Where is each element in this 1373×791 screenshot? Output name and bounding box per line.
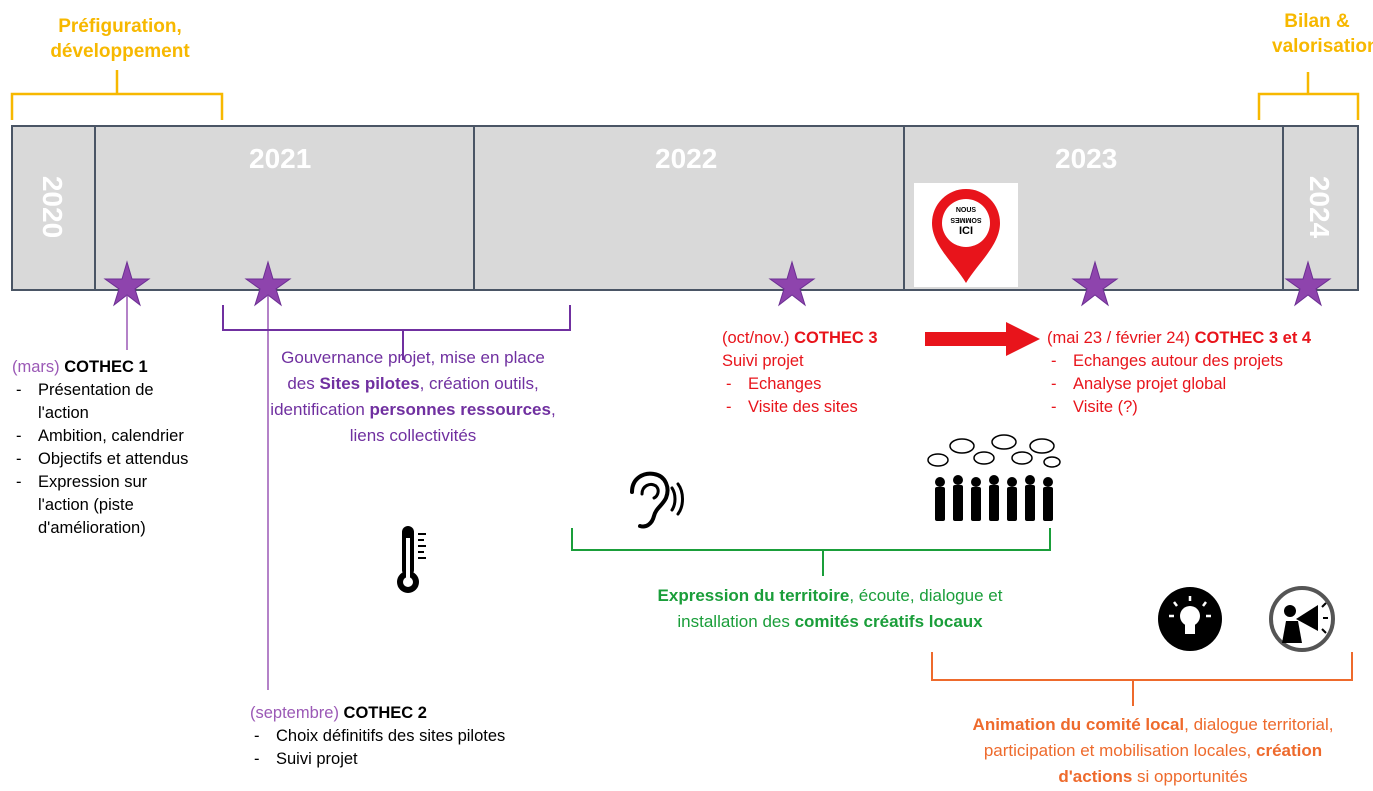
cothec34-item: Analyse projet global [1047,373,1367,396]
expression-text: Expression du territoire, écoute, dialog… [657,586,1003,631]
cothec2-item: Suivi projet [250,748,590,771]
right-arrow-icon [925,322,1040,356]
star-icon [103,260,151,307]
ear-icon [630,471,684,529]
star-icon [768,260,816,307]
crowd-talking-icon [927,434,1061,521]
animation-bracket [931,652,1353,681]
cothec1-item: Objectifs et attendus [12,448,192,471]
cothec1-month: (mars) [12,358,60,376]
cothec3-block: (oct/nov.) COTHEC 3 Suivi projet Echange… [722,327,922,419]
year-label-2021: 2021 [249,143,312,174]
cothec34-month: (mai 23 / février 24) [1047,329,1191,347]
cothec2-title: COTHEC 2 [343,704,427,722]
year-label-2023: 2023 [1055,143,1118,174]
marker-text-ici: ICI [958,225,974,237]
phase-left-title: Préfiguration, développement [50,16,190,62]
cothec34-item: Visite (?) [1047,396,1367,419]
cothec3-item: Visite des sites [722,396,922,419]
cothec1-block: (mars) COTHEC 1 Présentation de l'action… [12,356,192,540]
location-pin-box: NOUS SOMMES ICI [914,183,1018,287]
year-block-2020: 2020 [11,125,96,291]
thermometer-icon [397,526,426,593]
star-icon [244,260,292,307]
gouvernance-bracket [222,305,571,331]
cothec2-block: (septembre) COTHEC 2 Choix définitifs de… [250,702,590,771]
year-block-2024: 2024 [1282,125,1359,291]
cothec3-item: Echanges [722,373,922,396]
year-block-2022: 2022 [473,125,905,291]
gouvernance-text: Gouvernance projet, mise en place des Si… [270,348,556,445]
location-pin-icon [932,189,1000,283]
cothec34-block: (mai 23 / février 24) COTHEC 3 et 4 Echa… [1047,327,1367,419]
year-label-2022: 2022 [655,143,718,174]
phase-bracket-left [10,70,1360,120]
marker-text-nous: NOUS [955,207,977,214]
cothec34-item: Echanges autour des projets [1047,350,1367,373]
star-icon [1071,260,1119,307]
cothec1-item: Expression sur l'action (piste d'amélior… [12,471,192,540]
expression-bracket [571,528,1051,551]
cothec34-title: COTHEC 3 et 4 [1194,329,1312,347]
megaphone-icon [1269,586,1335,652]
cothec3-title: COTHEC 3 [794,329,878,347]
cothec3-sub: Suivi projet [722,352,804,370]
lightbulb-icon [1158,587,1222,651]
star-icon [1284,260,1332,307]
year-block-2021: 2021 [94,125,475,291]
animation-text: Animation du comité local, dialogue terr… [972,715,1334,786]
cothec2-month: (septembre) [250,704,339,722]
cothec1-item: Présentation de l'action [12,379,192,425]
cothec1-title: COTHEC 1 [64,358,148,376]
cothec3-month: (oct/nov.) [722,329,790,347]
cothec1-item: Ambition, calendrier [12,425,192,448]
cothec2-item: Choix définitifs des sites pilotes [250,725,590,748]
phase-right-title: Bilan & valorisation [1272,11,1373,57]
